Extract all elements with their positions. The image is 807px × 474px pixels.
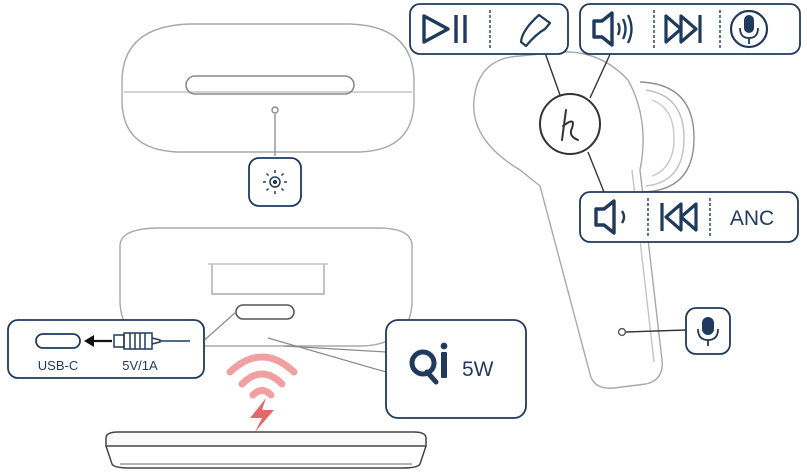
microphone-icon <box>729 9 769 49</box>
touch-callout-lines <box>543 49 687 333</box>
microphone-icon <box>697 317 719 346</box>
qi-logo-icon <box>409 342 448 385</box>
usb-cable-icon <box>113 332 190 350</box>
lightning-bolt-icon <box>250 398 274 432</box>
controls-hold-panel <box>579 3 801 55</box>
touch-logo-icon <box>539 93 601 155</box>
play-pause-icon <box>422 14 467 44</box>
usb-callout: USB-C 5V/1A <box>7 311 237 379</box>
qi-callout: 5W <box>267 319 527 419</box>
phone-icon <box>519 13 552 48</box>
volume-down-icon <box>594 199 626 235</box>
controls-single-panel <box>409 3 569 55</box>
controls-lower-panel: ANC <box>579 191 799 243</box>
charging-pad <box>105 431 427 469</box>
skip-back-icon <box>660 202 698 232</box>
skip-forward-icon <box>664 14 702 44</box>
led-callout <box>248 114 302 207</box>
power-rating-label: 5V/1A <box>122 358 158 373</box>
wireless-signal-icon <box>226 353 298 399</box>
usb-c-port-icon <box>35 333 81 349</box>
earbud-mic-callout <box>685 307 731 355</box>
led-indicator-icon <box>263 170 287 194</box>
arrow-left-icon <box>84 335 112 347</box>
usb-c-label: USB-C <box>38 358 78 373</box>
qi-watt-label: 5W <box>462 358 494 381</box>
anc-label: ANC <box>730 207 774 230</box>
case-lid <box>121 23 415 153</box>
volume-up-icon <box>592 11 633 47</box>
usb-c-port-icon <box>235 304 295 320</box>
